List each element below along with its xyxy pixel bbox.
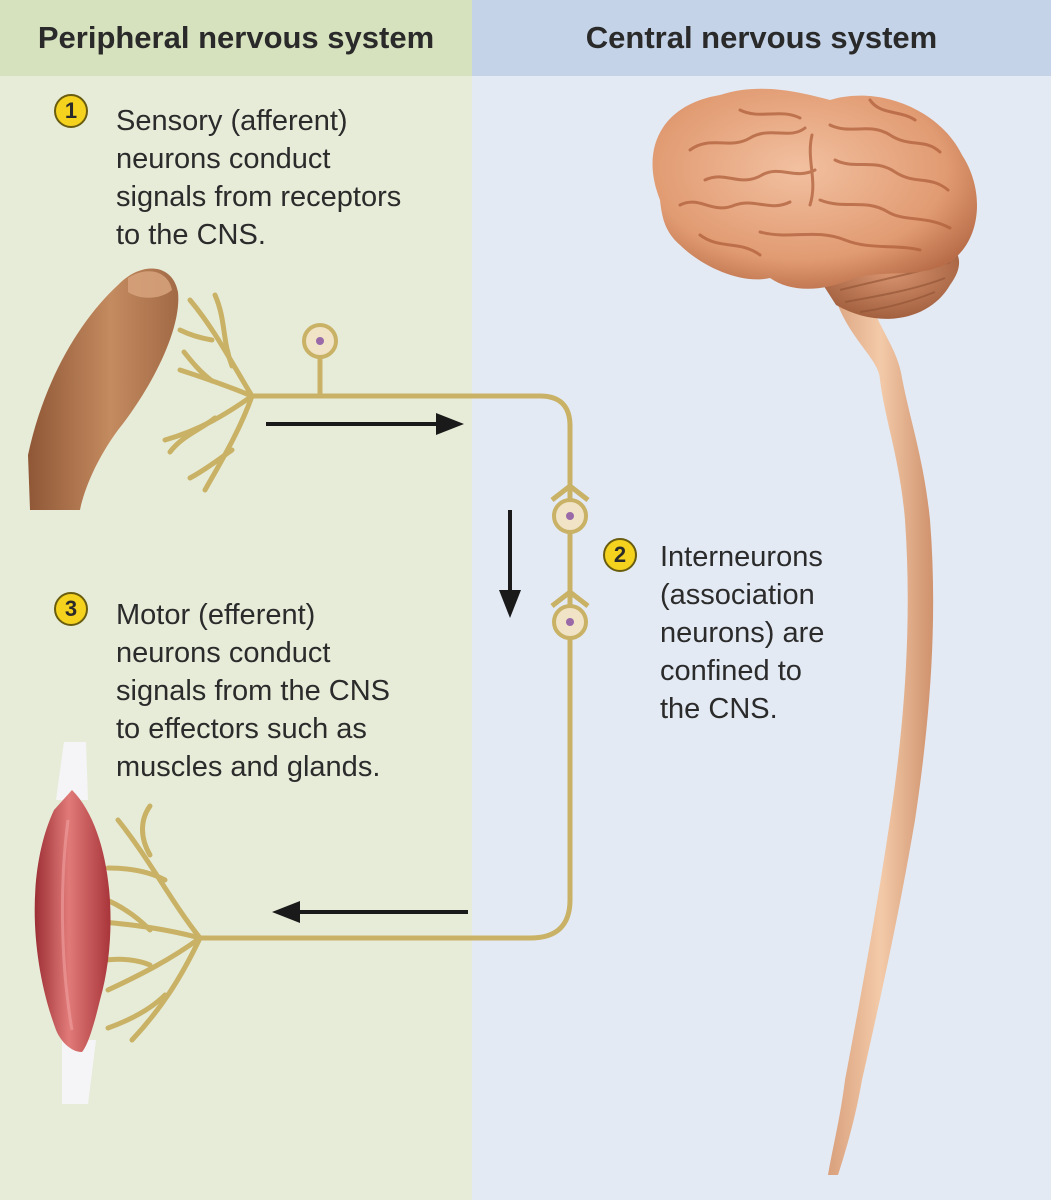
signal-arrow-interneuron [499, 510, 521, 618]
signal-arrow-efferent [272, 901, 468, 923]
step-2-line: (association [660, 579, 815, 611]
step-3-line: Motor (efferent) [116, 599, 316, 631]
sensory-receptor-branches [162, 292, 255, 493]
step-2-badge: 2 [603, 538, 637, 572]
step-3-line: muscles and glands. [116, 751, 381, 783]
motor-nerve-endings [99, 803, 203, 1043]
step-2-line: confined to [660, 655, 802, 687]
pns-header: Peripheral nervous system [0, 0, 472, 76]
step-1-line: Sensory (afferent) [116, 105, 348, 137]
signal-arrow-afferent [266, 413, 464, 435]
muscle-illustration [34, 742, 111, 1104]
step-2-line: the CNS. [660, 693, 778, 725]
step-1-line: neurons conduct [116, 143, 331, 175]
step-3-line: neurons conduct [116, 637, 331, 669]
step-2-line: neurons) are [660, 617, 825, 649]
cns-header: Central nervous system [472, 0, 1051, 76]
step-1-caption: Sensory (afferent) neurons conduct signa… [116, 102, 401, 254]
spinal-cord-illustration [828, 300, 934, 1175]
interneurons [550, 482, 590, 640]
step-2-caption: Interneurons (association neurons) are c… [660, 538, 824, 728]
sensory-neuron [200, 323, 573, 941]
brain-illustration [652, 88, 978, 319]
step-3-line: signals from the CNS [116, 675, 390, 707]
finger-illustration [28, 268, 179, 510]
step-2-line: Interneurons [660, 541, 823, 573]
step-3-badge: 3 [54, 592, 88, 626]
step-3-line: to effectors such as [116, 713, 367, 745]
step-3-caption: Motor (efferent) neurons conduct signals… [116, 596, 390, 786]
step-1-badge: 1 [54, 94, 88, 128]
step-1-line: signals from receptors [116, 181, 402, 213]
step-1-line: to the CNS. [116, 219, 266, 251]
